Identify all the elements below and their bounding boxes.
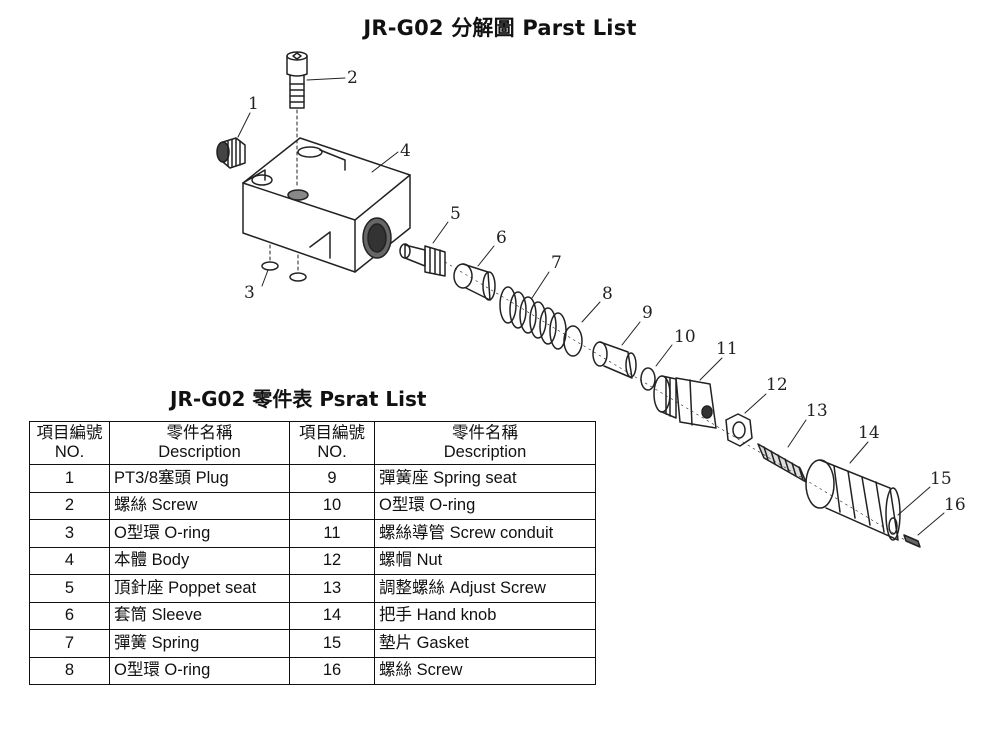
part-number: 6 — [29, 601, 110, 630]
header-no-zh: 項目編號 — [299, 424, 365, 442]
part-description: 套筒 Sleeve — [109, 601, 290, 630]
part-hand-knob — [805, 459, 901, 541]
callout-6: 6 — [496, 228, 507, 248]
callout-4: 4 — [400, 141, 411, 161]
callout-14: 14 — [858, 423, 880, 443]
page-title: JR-G02 分解圖 Parst List — [363, 16, 637, 40]
part-number: 4 — [29, 546, 110, 575]
part-description: O型環 O-ring — [109, 519, 290, 548]
header-desc-left: 零件名稱 Description — [109, 421, 290, 465]
part-sleeve — [453, 263, 496, 301]
part-description: 把手 Hand knob — [374, 601, 596, 630]
part-number: 8 — [29, 656, 110, 685]
part-description: 調整螺絲 Adjust Screw — [374, 574, 596, 603]
part-description: 本體 Body — [109, 546, 290, 575]
part-number: 16 — [289, 656, 375, 685]
table-row: 5 頂針座 Poppet seat 13 調整螺絲 Adjust Screw — [29, 574, 596, 603]
part-poppet-seat — [399, 243, 446, 277]
part-number: 11 — [289, 519, 375, 548]
header-desc-zh: 零件名稱 — [166, 424, 233, 442]
part-spring — [499, 286, 567, 350]
part-adjust-screw — [757, 443, 807, 483]
header-desc-en: Description — [158, 443, 241, 461]
table-header-row: 項目編號 NO. 零件名稱 Description 項目編號 NO. 零件名稱 … — [29, 421, 596, 465]
part-number: 3 — [29, 519, 110, 548]
part-description: 螺絲導管 Screw conduit — [374, 519, 596, 548]
part-number: 15 — [289, 629, 375, 658]
part-number: 10 — [289, 491, 375, 520]
header-no-left: 項目編號 NO. — [29, 421, 110, 465]
part-number: 12 — [289, 546, 375, 575]
callout-15: 15 — [930, 469, 952, 489]
part-description: PT3/8塞頭 Plug — [109, 464, 290, 493]
part-nut — [725, 413, 753, 447]
callout-11: 11 — [716, 339, 738, 359]
part-description: 螺絲 Screw — [109, 491, 290, 520]
part-gasket — [888, 517, 898, 535]
table-row: 2 螺絲 Screw 10 O型環 O-ring — [29, 491, 596, 520]
part-body — [242, 137, 411, 273]
part-description: 螺帽 Nut — [374, 546, 596, 575]
table-row: 1 PT3/8塞頭 Plug 9 彈簧座 Spring seat — [29, 464, 596, 493]
header-no-right: 項目編號 NO. — [289, 421, 375, 465]
part-number: 9 — [289, 464, 375, 493]
table-row: 3 O型環 O-ring 11 螺絲導管 Screw conduit — [29, 519, 596, 548]
table-row: 8 O型環 O-ring 16 螺絲 Screw — [29, 656, 596, 685]
callout-8: 8 — [602, 284, 613, 304]
table-row: 4 本體 Body 12 螺帽 Nut — [29, 546, 596, 575]
part-o-rings-bottom — [261, 244, 307, 282]
callout-3: 3 — [244, 283, 255, 303]
part-screw-conduit — [653, 375, 717, 429]
part-screw-end — [903, 534, 921, 548]
part-description: 螺絲 Screw — [374, 656, 596, 685]
part-description: O型環 O-ring — [374, 491, 596, 520]
callout-16: 16 — [944, 495, 966, 515]
part-description: 彈簧 Spring — [109, 629, 290, 658]
callout-7: 7 — [551, 253, 562, 273]
part-description: 墊片 Gasket — [374, 629, 596, 658]
header-desc-right: 零件名稱 Description — [374, 421, 596, 465]
callout-2: 2 — [347, 68, 358, 88]
part-o-ring-8 — [563, 325, 583, 357]
part-description: 頂針座 Poppet seat — [109, 574, 290, 603]
table-row: 6 套筒 Sleeve 14 把手 Hand knob — [29, 601, 596, 630]
callout-10: 10 — [674, 327, 696, 347]
table-row: 7 彈簧 Spring 15 墊片 Gasket — [29, 629, 596, 658]
part-number: 13 — [289, 574, 375, 603]
part-screw-top — [286, 51, 308, 109]
part-number: 1 — [29, 464, 110, 493]
part-number: 5 — [29, 574, 110, 603]
part-number: 14 — [289, 601, 375, 630]
part-description: 彈簧座 Spring seat — [374, 464, 596, 493]
header-no-en: NO. — [317, 443, 347, 461]
table-title: JR-G02 零件表 Psrat List — [170, 387, 427, 411]
header-no-zh: 項目編號 — [36, 424, 103, 442]
callout-9: 9 — [642, 303, 653, 323]
parts-table: 項目編號 NO. 零件名稱 Description 項目編號 NO. 零件名稱 … — [29, 421, 596, 685]
callout-1: 1 — [248, 94, 259, 114]
header-desc-en: Description — [443, 443, 527, 461]
header-no-en: NO. — [54, 443, 85, 461]
part-o-ring-10 — [640, 367, 656, 391]
callout-13: 13 — [806, 401, 828, 421]
part-description: O型環 O-ring — [109, 656, 290, 685]
part-plug — [216, 137, 246, 169]
part-number: 7 — [29, 629, 110, 658]
header-desc-zh: 零件名稱 — [452, 424, 518, 442]
callout-12: 12 — [766, 375, 788, 395]
part-spring-seat — [592, 341, 637, 379]
part-number: 2 — [29, 491, 110, 520]
callout-5: 5 — [450, 204, 461, 224]
